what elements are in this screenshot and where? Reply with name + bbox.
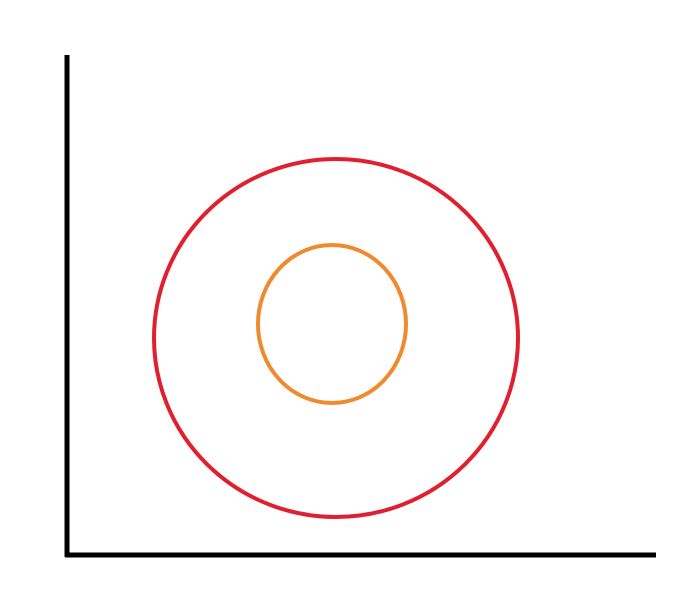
- outer-circle: [152, 157, 520, 519]
- inner-circle: [256, 243, 408, 405]
